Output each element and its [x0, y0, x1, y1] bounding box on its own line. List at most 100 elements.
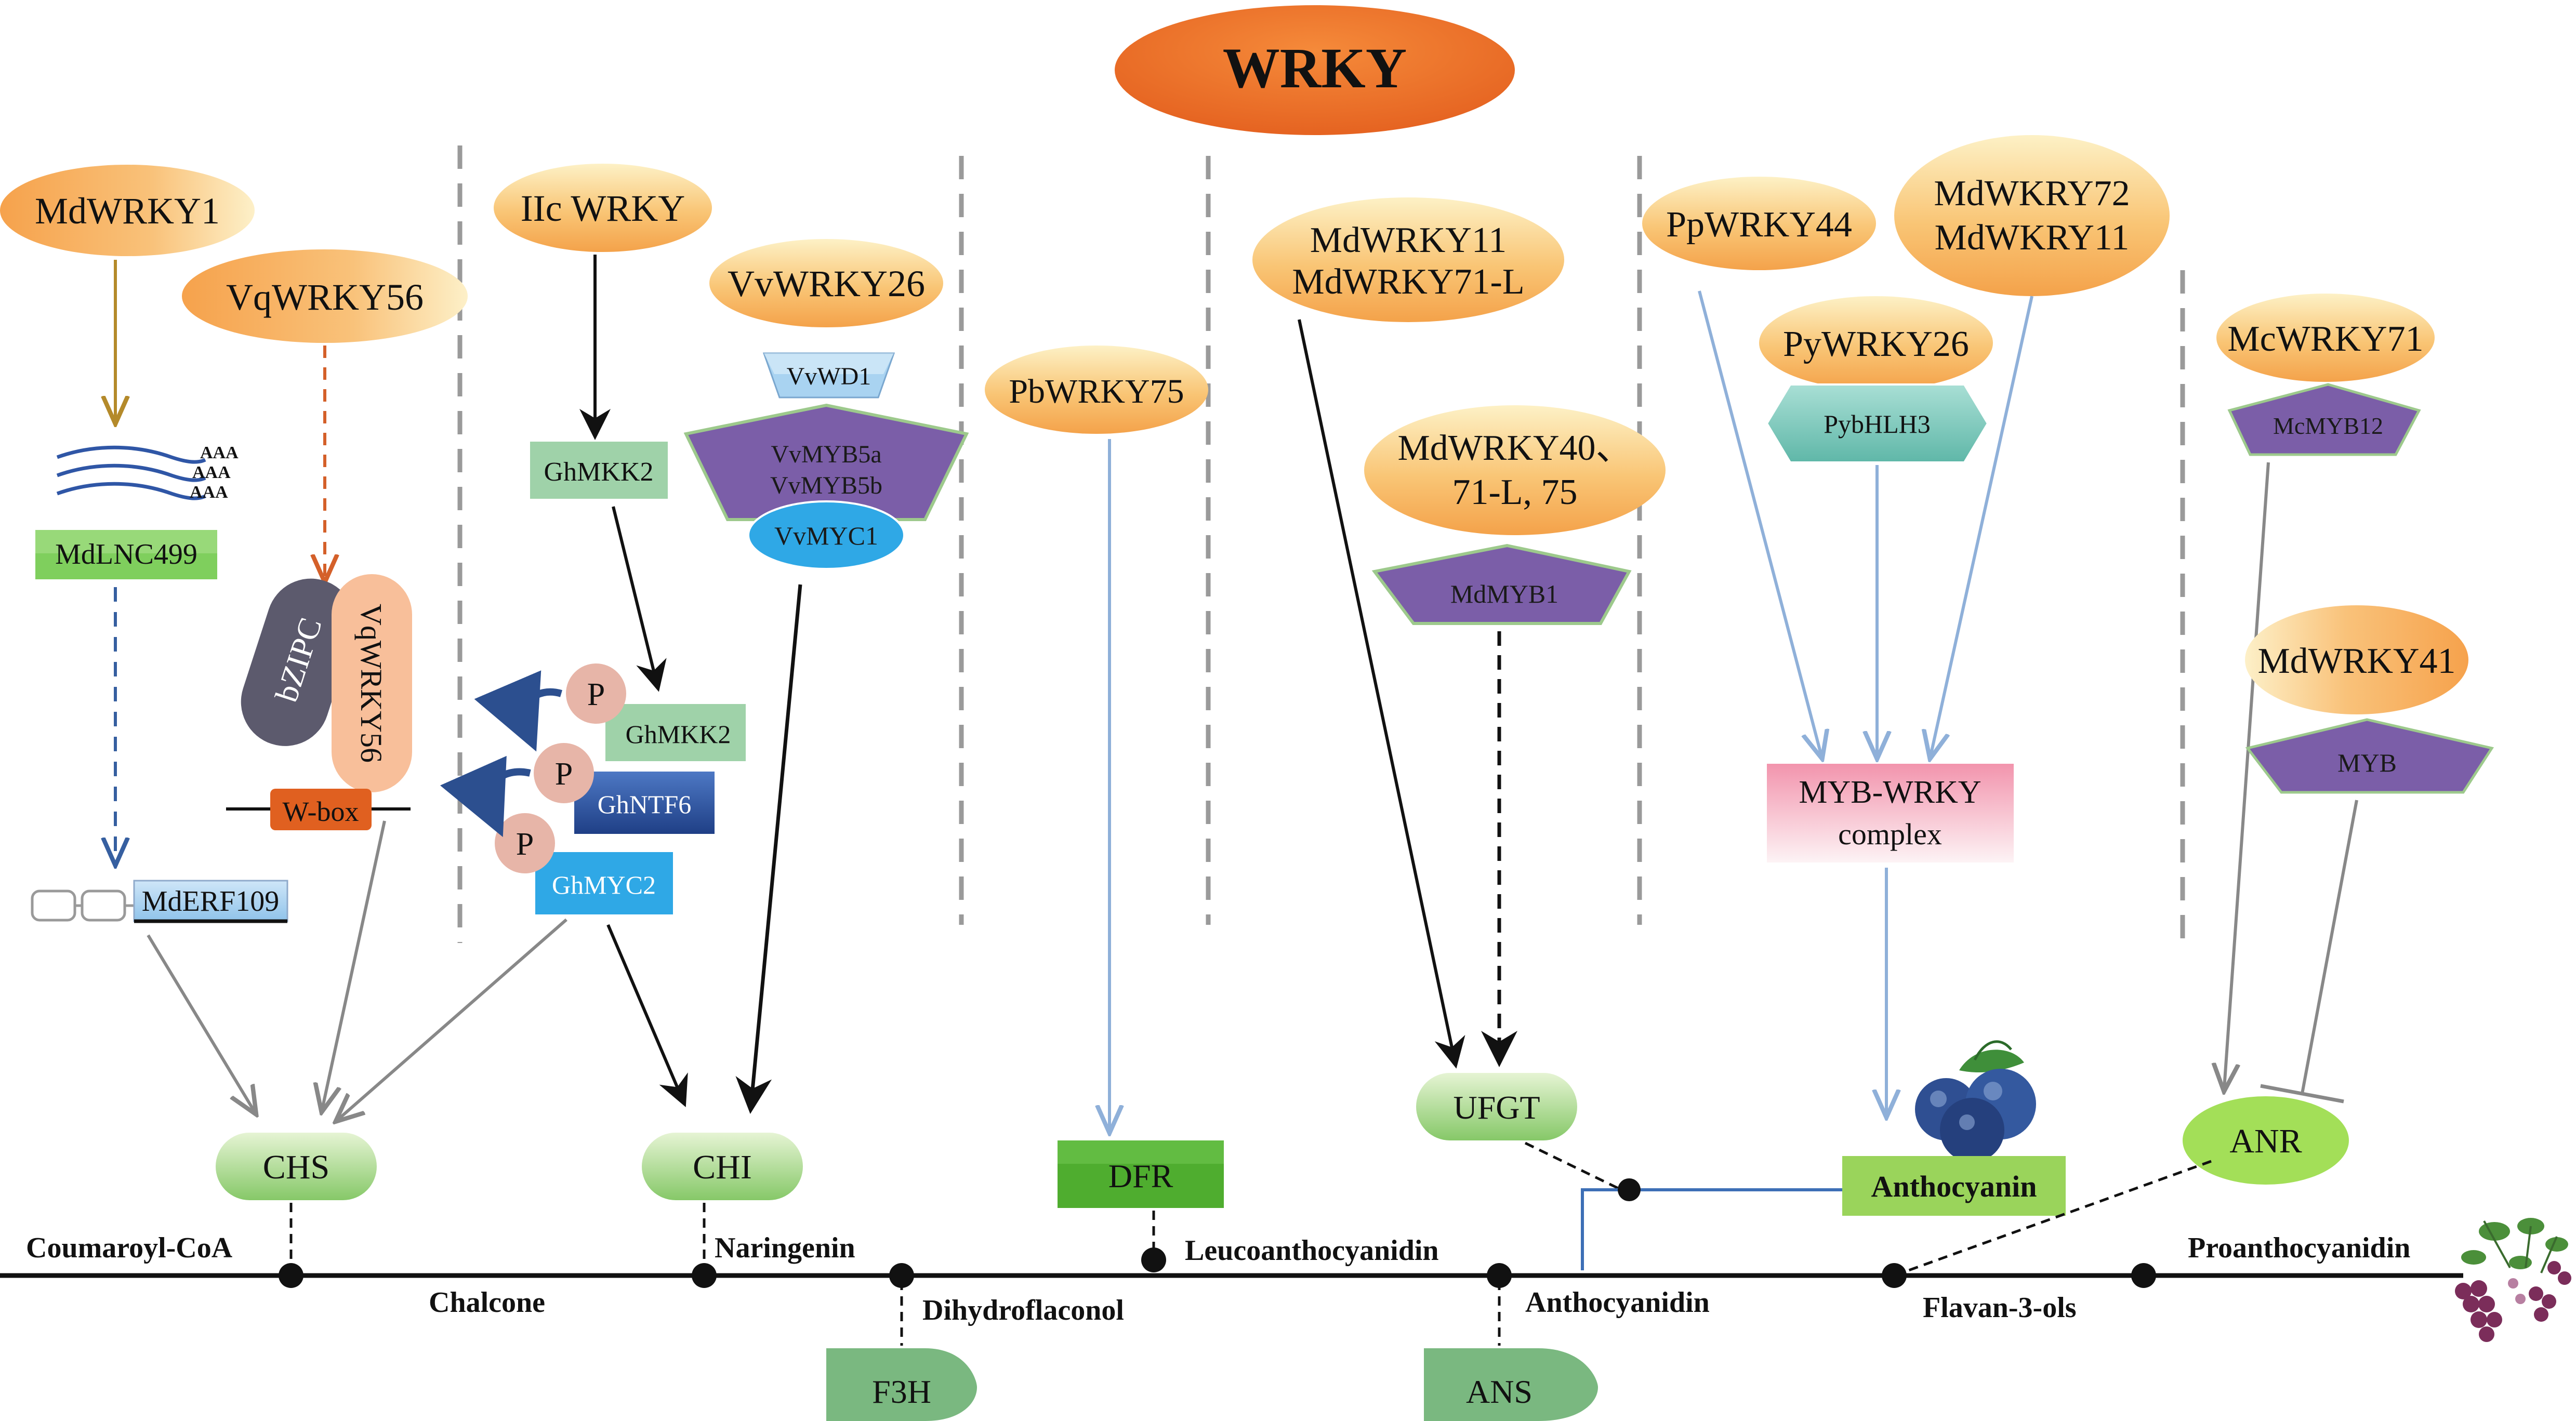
vvwrky26-node: VvWRKY26 [709, 239, 943, 327]
arrow-erf-to-chs [147, 934, 255, 1112]
mdwrky41-label: MdWRKY41 [2257, 641, 2455, 681]
mdwrky11-label-2: MdWRKY71-L [1292, 262, 1524, 302]
anr-enzyme: ANR [2183, 1096, 2349, 1185]
vvmyc1-shape: VvMYC1 [747, 500, 905, 570]
mdwrky1-label: MdWRKY1 [35, 190, 220, 232]
mdmyb1-shape: MdMYB1 [1371, 543, 1632, 625]
mcmyb12-shape: McMYB12 [2227, 383, 2421, 456]
phospho-curved-arrows [440, 670, 563, 838]
wbox-element: W-box [270, 789, 372, 830]
arrow-mdwrky11-to-ufgt [1298, 319, 1465, 1069]
mcwrky71-label: McWRKY71 [2227, 319, 2423, 359]
pathway-nodes [279, 1247, 2156, 1288]
iic-wrky-label: IIc WRKY [521, 188, 685, 229]
blueberry-icon [1915, 1040, 2036, 1162]
label-proantho: Proanthocyanidin [2188, 1232, 2410, 1264]
vvmyc1-label: VvMYC1 [774, 521, 878, 550]
arrow-myc1-to-chi [735, 584, 802, 1114]
arrow-myc2-to-chs [338, 918, 567, 1120]
ghmyc2-box: GhMYC2 [535, 852, 673, 914]
aaa-label-1: AAA [200, 443, 239, 462]
vqwrky56-node: VqWRKY56 [182, 249, 468, 343]
enzyme-connectors [289, 1141, 2212, 1346]
chi-enzyme: CHI [642, 1133, 803, 1200]
ghmkk2-label: GhMKK2 [544, 457, 654, 487]
pybhlh3-label: PybHLH3 [1824, 409, 1931, 439]
grape-plant-icon [2455, 1218, 2571, 1342]
chi-label: CHI [693, 1148, 752, 1186]
title-node: WRKY [1115, 5, 1515, 135]
inhibit-myb-to-anr [2301, 800, 2358, 1094]
dfr-enzyme: DFR [1058, 1140, 1224, 1208]
f3h-label: F3H [872, 1373, 931, 1410]
mdwrky40-label-1: MdWRKY40、 [1397, 428, 1632, 468]
vqwrky56-bound-label: VqWRKY56 [354, 604, 388, 763]
mdwrky11-label-1: MdWRKY11 [1310, 220, 1507, 260]
mrna-icon [56, 445, 206, 500]
mcwrky71-node: McWRKY71 [2216, 294, 2435, 382]
bracket-node [1618, 1178, 1641, 1201]
title-text: WRKY [1223, 36, 1407, 100]
mdwkry72-label-1: MdWKRY72 [1934, 174, 2130, 214]
pbwrky75-label: PbWRKY75 [1009, 373, 1184, 410]
mdwrky11-node: MdWRKY11 MdWRKY71-L [1252, 197, 1564, 322]
ghntf6-box: GhNTF6 [574, 772, 715, 834]
vvwd1-label: VvWD1 [787, 363, 871, 390]
phospho-label-3: P [516, 827, 534, 862]
bzipc-shape: bZIPC [241, 578, 355, 746]
pywrky26-label: PyWRKY26 [1783, 324, 1969, 364]
myb-shape: MYB [2245, 718, 2494, 794]
ghmkk2-box: GhMKK2 [530, 442, 668, 499]
label-dihydro: Dihydroflaconol [922, 1294, 1124, 1326]
aaa-label-2: AAA [192, 463, 231, 482]
ufgt-enzyme: UFGT [1416, 1073, 1577, 1140]
mdmyb1-label: MdMYB1 [1450, 579, 1558, 608]
ans-enzyme: ANS [1424, 1348, 1598, 1421]
vqwrky56-label: VqWRKY56 [226, 276, 424, 318]
mdlnc499-label: MdLNC499 [55, 538, 197, 570]
myb-label: MYB [2337, 748, 2397, 777]
mdwrky1-node: MdWRKY1 [0, 165, 255, 256]
mderf109-box: MdERF109 [133, 880, 288, 923]
wbox-label: W-box [283, 796, 359, 827]
iic-wrky-node: IIc WRKY [494, 164, 712, 252]
anthocyanin-label: Anthocyanin [1871, 1170, 2037, 1203]
mderf109-label: MdERF109 [142, 885, 280, 918]
chs-label: CHS [263, 1148, 329, 1186]
arrow-mcmyb12-to-anr [2224, 462, 2270, 1088]
arrow-wbox-to-chs [322, 820, 386, 1109]
mdwrky41-node: MdWRKY41 [2245, 605, 2468, 714]
mdwkry72-node: MdWKRY72 MdWKRY11 [1894, 135, 2170, 296]
ghmyc2-label: GhMYC2 [552, 870, 656, 899]
mdwrky40-label-2: 71-L, 75 [1452, 472, 1577, 512]
phospho-circle-2: P [534, 743, 594, 803]
dfr-label: DFR [1108, 1158, 1173, 1194]
vvmyb5a-label: VvMYB5a [771, 441, 881, 468]
arrow-md72-to-complex [1931, 296, 2033, 756]
vvmyb5-shape: VvMYB5a VvMYB5b [683, 403, 969, 521]
vvmyb5b-label: VvMYB5b [770, 472, 882, 499]
vqwrky56-bound-shape: VqWRKY56 [332, 574, 412, 792]
pywrky26-node: PyWRKY26 [1759, 296, 1993, 390]
anthocyanin-box: Anthocyanin [1842, 1156, 2066, 1216]
vvwd1-shape: VvWD1 [762, 352, 895, 399]
aaa-label-3: AAA [190, 483, 228, 502]
promoter-boxes [31, 889, 134, 922]
mdwrky40-node: MdWRKY40、 71-L, 75 [1364, 405, 1666, 535]
label-anthocyanidin: Anthocyanidin [1525, 1286, 1710, 1319]
inhibit-bar [2260, 1084, 2344, 1104]
label-chalcone: Chalcone [429, 1286, 545, 1319]
myb-wrky-complex-box: MYB-WRKY complex [1767, 764, 2014, 862]
anthocyanin-bracket [1581, 1188, 1842, 1270]
ufgt-label: UFGT [1453, 1089, 1540, 1126]
arrow-pp44-to-complex [1698, 290, 1821, 756]
anr-label: ANR [2229, 1122, 2302, 1160]
ppwrky44-label: PpWRKY44 [1666, 205, 1852, 245]
ghmkk2-phospho-box: GhMKK2 [605, 704, 746, 761]
pybhlh3-shape: PybHLH3 [1765, 383, 1989, 463]
pbwrky75-node: PbWRKY75 [985, 346, 1208, 434]
label-coumaroyl: Coumaroyl-CoA [26, 1232, 233, 1264]
myb-wrky-label-2: complex [1838, 817, 1942, 851]
myb-wrky-label-1: MYB-WRKY [1799, 775, 1981, 810]
f3h-enzyme: F3H [826, 1348, 977, 1421]
